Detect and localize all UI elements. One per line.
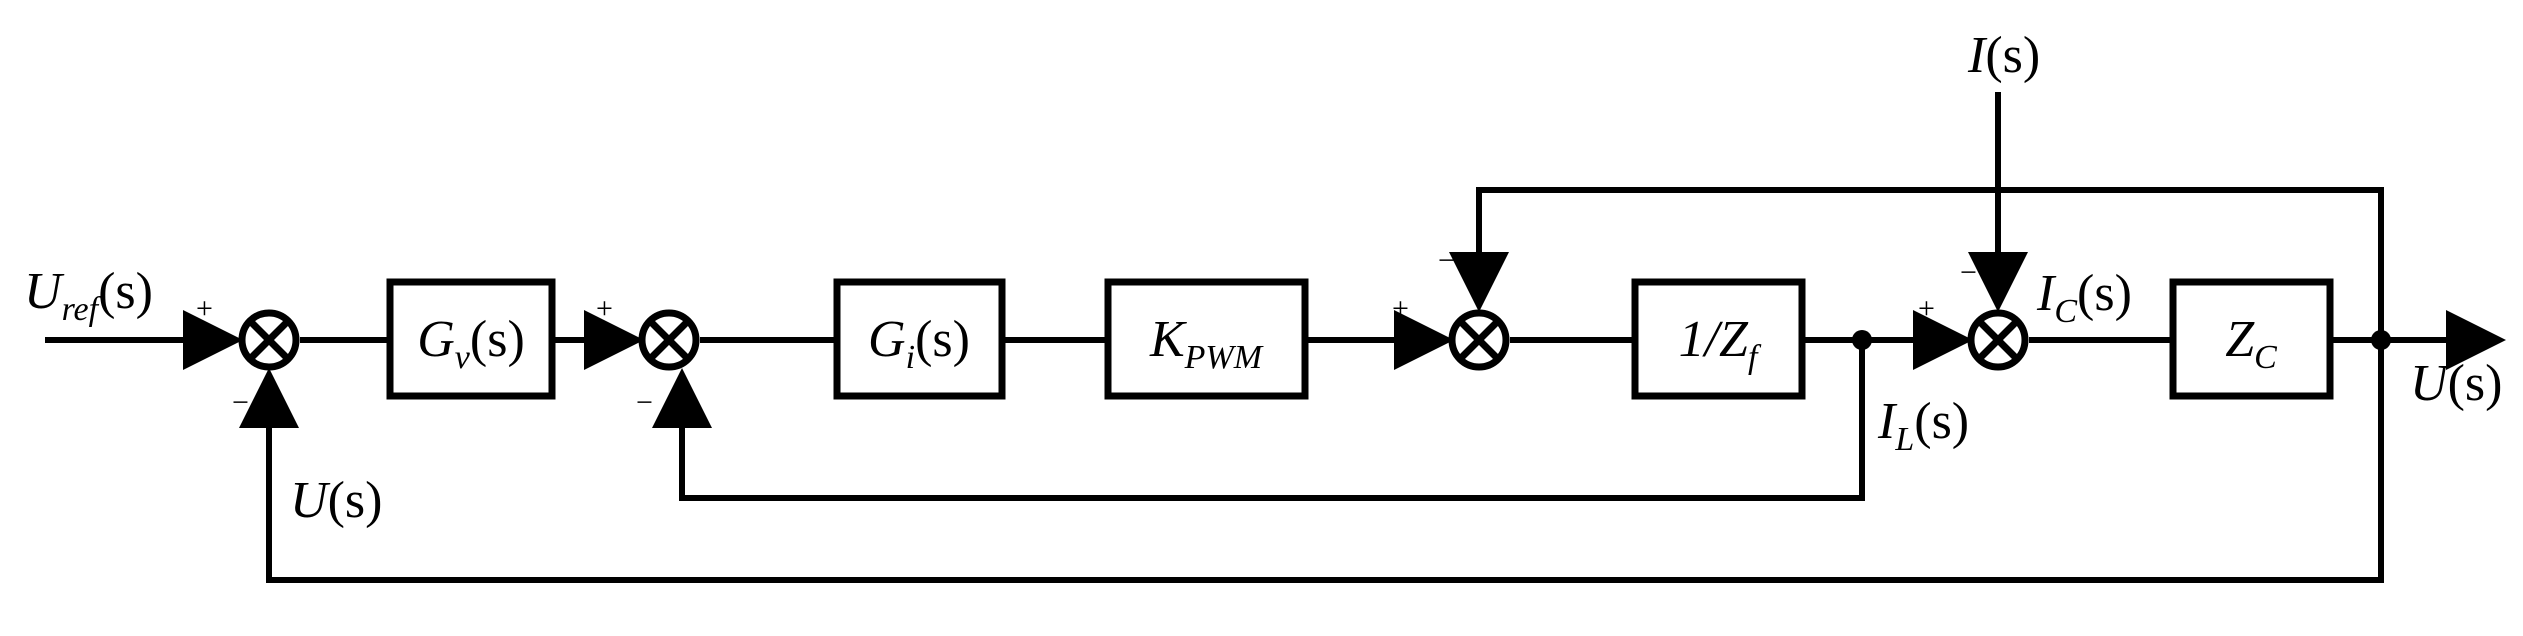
block-gv: Gv(s) (386, 278, 556, 400)
block-kpwm: KPWM (1104, 278, 1309, 400)
wire-voltage-feedback (239, 340, 2384, 583)
label-ic: IC(s) (2036, 265, 2132, 330)
label-u-feedback: U(s) (290, 472, 382, 529)
sign-sj4-plus: + (1918, 292, 1935, 325)
svg-text:Gv(s): Gv(s) (417, 311, 525, 376)
sign-sj2-minus: − (636, 386, 653, 419)
label-u-output: U(s) (2410, 355, 2502, 412)
junction-dot-il (1852, 330, 1872, 350)
label-i-disturbance: I(s) (1967, 27, 2040, 84)
summing-junction-2 (638, 309, 700, 371)
junction-dot-u (2371, 330, 2391, 350)
sign-sj3-minus: − (1438, 244, 1455, 277)
svg-text:KPWM: KPWM (1149, 311, 1264, 376)
wire-cap-voltage-feedback (1449, 187, 2384, 340)
summing-junction-1 (238, 309, 300, 371)
svg-text:Gi(s): Gi(s) (868, 311, 970, 376)
block-gi: Gi(s) (833, 278, 1006, 400)
wire-current-feedback (652, 340, 1865, 501)
sign-sj1-plus: + (196, 292, 213, 325)
block-zc: ZC (2169, 278, 2334, 400)
label-uref: Uref(s) (24, 263, 153, 328)
sign-sj2-plus: + (596, 292, 613, 325)
summing-junction-4 (1967, 309, 2029, 371)
summing-junction-3 (1448, 309, 1510, 371)
sign-sj4-minus: − (1960, 256, 1977, 289)
sign-sj3-plus: + (1392, 292, 1409, 325)
label-il: IL(s) (1877, 393, 1969, 458)
block-inverse-zf: 1/Zf (1631, 278, 1806, 400)
svg-text:ZC: ZC (2225, 311, 2277, 376)
sign-sj1-minus: − (232, 386, 249, 419)
